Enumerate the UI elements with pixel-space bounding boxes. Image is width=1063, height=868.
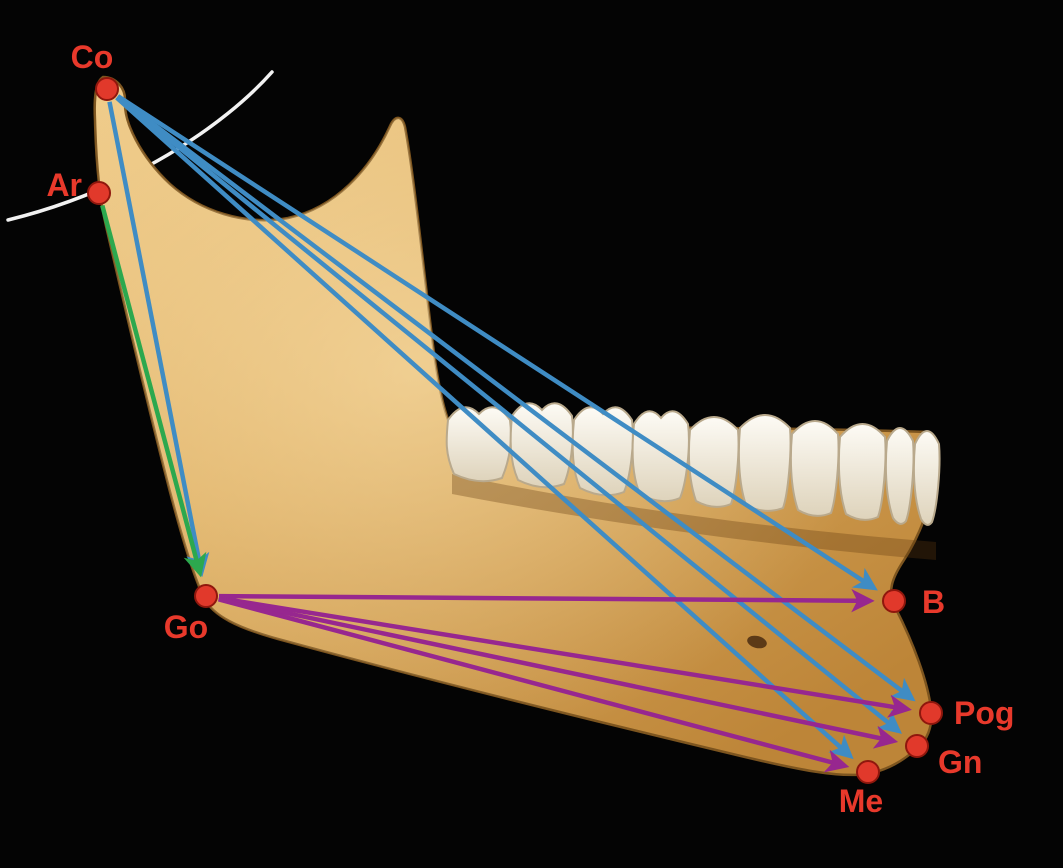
landmark-dot-Me [856, 760, 880, 784]
tooth-6 [737, 414, 792, 512]
tooth-10 [912, 430, 941, 526]
landmark-label-Me: Me [839, 783, 883, 819]
arrow-Go-to-Pog [218, 595, 912, 718]
tooth-8 [837, 423, 887, 521]
landmark-label-Gn: Gn [938, 744, 982, 780]
tooth-7 [789, 420, 840, 517]
arrow-Co-to-Go [107, 101, 210, 578]
arrow-Go-to-B [218, 588, 875, 613]
landmark-dots [87, 77, 943, 784]
arrow-Co-to-Gn [115, 95, 902, 734]
gum-shadow [452, 474, 936, 560]
arrow-Ar-to-Go [100, 204, 207, 578]
mental-foramen [747, 635, 767, 649]
tooth-4 [631, 410, 690, 503]
tooth-5 [687, 416, 740, 508]
arrow-Go-to-Me [217, 597, 850, 773]
landmark-label-Go: Go [164, 609, 208, 645]
landmark-dot-B [882, 589, 906, 613]
landmark-label-B: B [922, 584, 945, 620]
cranial-tracing-arc [6, 70, 274, 222]
measurement-arrows [100, 94, 916, 773]
landmark-dot-Pog [919, 701, 943, 725]
landmark-dot-Ar [87, 181, 111, 205]
landmark-dot-Go [194, 584, 218, 608]
arrow-Go-to-Gn [218, 596, 899, 749]
landmark-label-Ar: Ar [46, 167, 82, 203]
landmark-label-Pog: Pog [954, 695, 1014, 731]
landmark-dot-Gn [905, 734, 929, 758]
arrow-Co-to-Me [115, 96, 854, 760]
tooth-9 [884, 427, 915, 525]
landmark-dot-Co [95, 77, 119, 101]
landmark-label-Co: Co [71, 39, 114, 75]
arrow-Co-to-B [116, 94, 878, 591]
